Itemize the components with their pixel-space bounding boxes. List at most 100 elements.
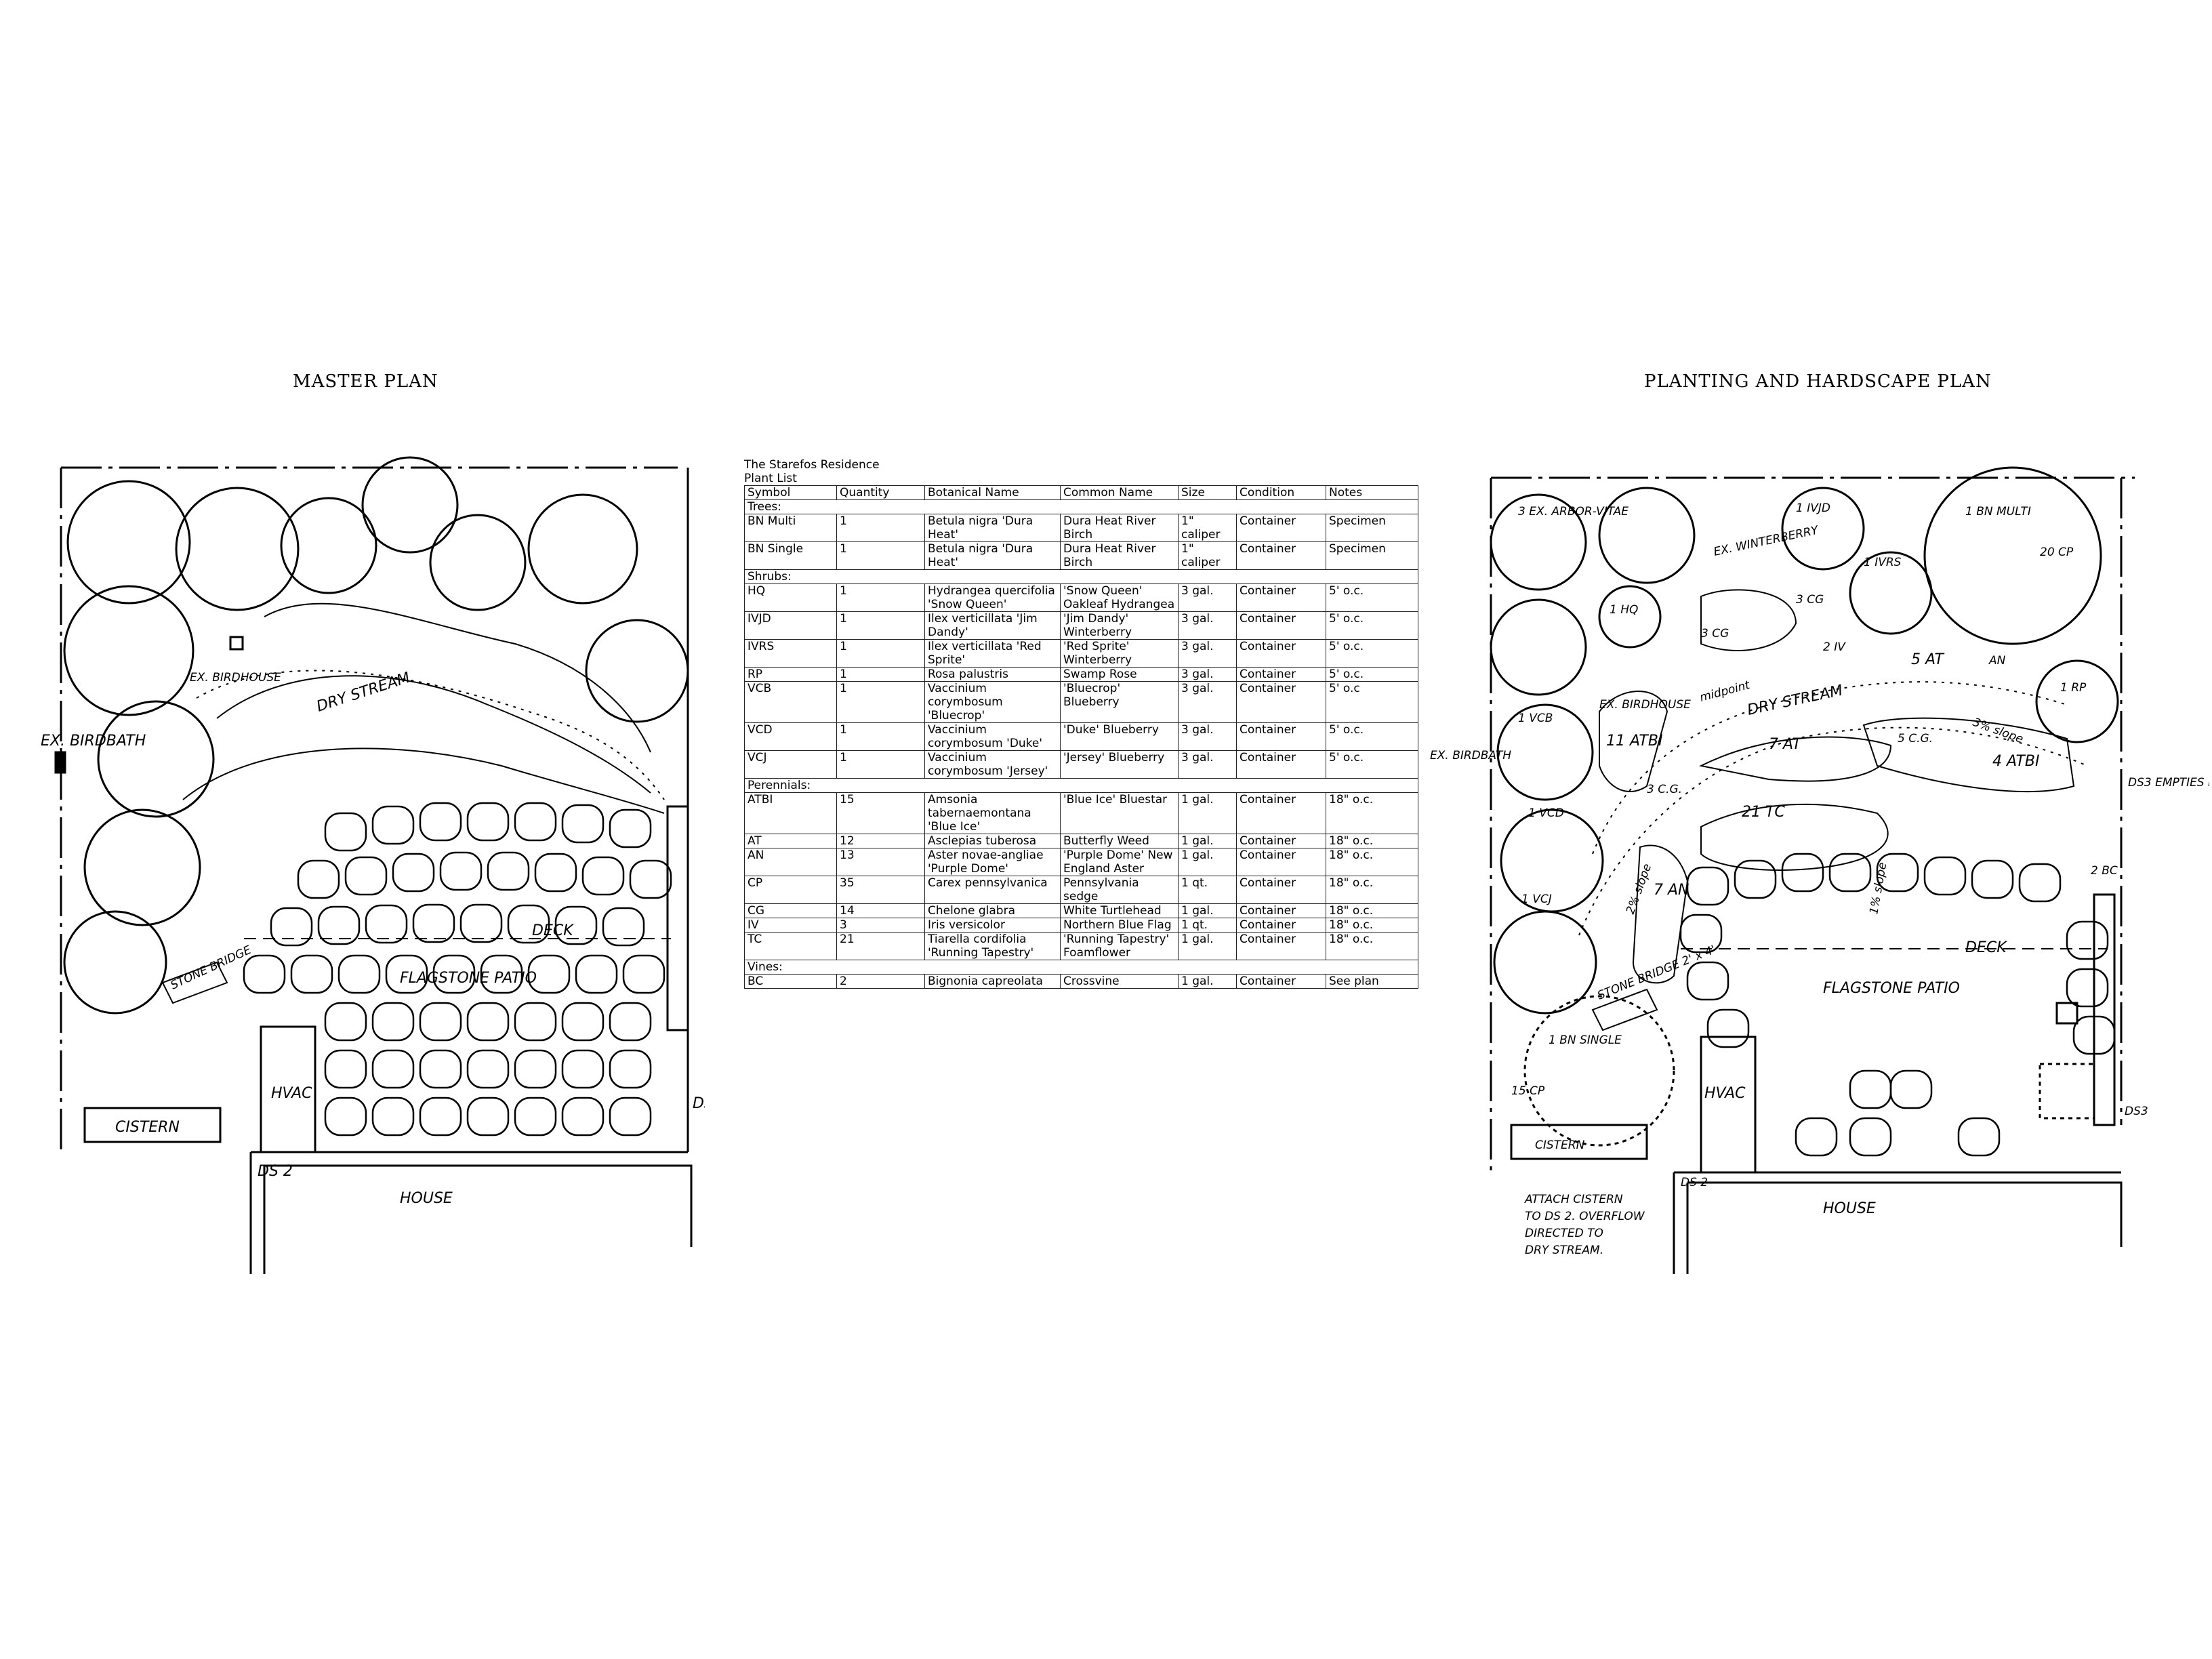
table-cell: IVRS	[744, 639, 837, 668]
table-cell: Vaccinium corymbosum 'Jersey'	[924, 750, 1061, 779]
section-label: Shrubs:	[744, 569, 1418, 584]
table-cell: Pennsylvania sedge	[1060, 876, 1179, 904]
table-cell: Container	[1236, 918, 1326, 933]
table-cell: Container	[1236, 681, 1326, 723]
table-cell: Container	[1236, 834, 1326, 848]
table-section-row: Perennials:	[744, 778, 1418, 793]
table-cell: Container	[1236, 722, 1326, 751]
table-cell: BN Single	[744, 541, 837, 570]
table-cell: Chelone glabra	[924, 903, 1061, 918]
table-cell: 3 gal.	[1178, 611, 1237, 640]
table-cell: 5' o.c.	[1326, 667, 1418, 682]
residence-name: The Starefos Residence	[744, 458, 880, 472]
table-cell: 35	[836, 876, 925, 904]
table-cell: 3 gal.	[1178, 750, 1237, 779]
table-cell: Asclepias tuberosa	[924, 834, 1061, 848]
table-cell: 1 qt.	[1178, 876, 1237, 904]
at7-label: 7 AT	[1769, 736, 1802, 753]
birdhouse-label: EX. BIRDHOUSE	[1599, 698, 1691, 712]
table-cell: 5' o.c.	[1326, 750, 1418, 779]
table-cell: 3 gal.	[1178, 639, 1237, 668]
table-cell: Carex pennsylvanica	[924, 876, 1061, 904]
table-cell: 5' o.c.	[1326, 639, 1418, 668]
table-cell: 3 gal.	[1178, 681, 1237, 723]
table-cell: Iris versicolor	[924, 918, 1061, 933]
cg3c-label: 3 C.G.	[1647, 783, 1682, 796]
birdbath-label: EX. BIRDBATH	[1430, 749, 1511, 762]
table-cell: VCD	[744, 722, 837, 751]
ds3-label-2: DS3	[2125, 1105, 2148, 1118]
table-cell: 5' o.c.	[1326, 611, 1418, 640]
table-cell: 13	[836, 848, 925, 876]
table-cell: AT	[744, 834, 837, 848]
flagstone-patio-label: FLAGSTONE PATIO	[400, 970, 537, 987]
flagstone-patio-label-2: FLAGSTONE PATIO	[1823, 980, 1960, 997]
table-cell: 3 gal.	[1178, 667, 1237, 682]
table-cell: Swamp Rose	[1060, 667, 1179, 682]
table-cell: Betula nigra 'Dura Heat'	[924, 514, 1061, 542]
table-cell: 'Jim Dandy' Winterberry	[1060, 611, 1179, 640]
table-cell: 1 gal.	[1178, 834, 1237, 848]
at5-label: 5 AT	[1911, 651, 1944, 668]
col-botanical-name: Botanical Name	[924, 485, 1061, 500]
table-cell: Vaccinium corymbosum 'Bluecrop'	[924, 681, 1061, 723]
table-cell: 1	[836, 681, 925, 723]
table-cell: IVJD	[744, 611, 837, 640]
patio-border-stones	[1679, 853, 2116, 1157]
table-cell: 1 gal.	[1178, 974, 1237, 989]
table-cell: TC	[744, 932, 837, 960]
table-cell: 1" caliper	[1178, 541, 1237, 570]
table-section-row: Shrubs:	[744, 569, 1418, 584]
cp20-label: 20 CP	[2040, 546, 2074, 559]
table-cell: Container	[1236, 514, 1326, 542]
table-cell: 5' o.c.	[1326, 722, 1418, 751]
cg5-label: 5 C.G.	[1898, 732, 1933, 745]
cistern-label: CISTERN	[115, 1119, 180, 1136]
table-cell: 'Snow Queen' Oakleaf Hydrangea	[1060, 583, 1179, 612]
winterberry-label: EX. WINTERBERRY	[1713, 523, 1820, 559]
table-cell: Northern Blue Flag	[1060, 918, 1179, 933]
an-small-label: AN	[1988, 654, 2006, 668]
table-cell: 'Jersey' Blueberry	[1060, 750, 1179, 779]
table-header-row: Symbol Quantity Botanical Name Common Na…	[744, 485, 1418, 500]
table-cell: 1 gal.	[1178, 848, 1237, 876]
table-cell: Container	[1236, 583, 1326, 612]
table-cell: Betula nigra 'Dura Heat'	[924, 541, 1061, 570]
table-cell: Container	[1236, 974, 1326, 989]
table-cell: 5' o.c	[1326, 681, 1418, 723]
ex-birdhouse-label: EX. BIRDHOUSE	[190, 671, 281, 684]
deck-label-2: DECK	[1965, 939, 2007, 956]
table-cell: Butterfly Weed	[1060, 834, 1179, 848]
table-cell: RP	[744, 667, 837, 682]
table-cell: Amsonia tabernaemontana 'Blue Ice'	[924, 792, 1061, 834]
table-cell: 'Running Tapestry' Foamflower	[1060, 932, 1179, 960]
dry-stream-label-2: DRY STREAM	[1746, 682, 1844, 719]
table-cell: IV	[744, 918, 837, 933]
table-cell: Container	[1236, 750, 1326, 779]
table-cell: 1 gal.	[1178, 932, 1237, 960]
stone-bridge-label-2: STONE BRIDGE 2' x 4'	[1595, 943, 1717, 1002]
table-cell: Specimen	[1326, 541, 1418, 570]
cg3a-label: 3 CG	[1701, 627, 1729, 640]
table-cell: 'Red Sprite' Winterberry	[1060, 639, 1179, 668]
hvac-label: HVAC	[271, 1085, 312, 1102]
planting-plan-drawing: 3 EX. ARBOR-VITAE 1 IVJD 1 BN MULTI 20 C…	[1430, 466, 2209, 1274]
cistern-label-2: CISTERN	[1535, 1139, 1585, 1152]
ivjd-label: 1 IVJD	[1796, 501, 1830, 515]
table-cell: VCB	[744, 681, 837, 723]
flagstone-stones	[243, 802, 672, 1136]
table-cell: 3 gal.	[1178, 583, 1237, 612]
vcd-label: 1 VCD	[1528, 806, 1564, 820]
master-plan-drawing: EX. BIRDBATH EX. BIRDHOUSE DRY STREAM ST…	[41, 456, 705, 1274]
table-cell: 14	[836, 903, 925, 918]
